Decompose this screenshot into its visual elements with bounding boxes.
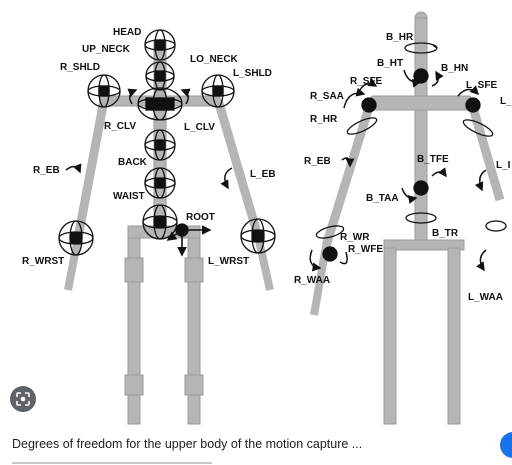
r-shoulder-dof xyxy=(361,97,377,113)
label-r-saa: R_SAA xyxy=(310,91,344,102)
label-b-tr: B_TR xyxy=(432,228,459,239)
label-b-ht: B_HT xyxy=(377,58,403,69)
label-back: BACK xyxy=(118,157,148,168)
label-l-shld: L_SHLD xyxy=(233,68,272,79)
label-l-cut-1: L_ xyxy=(500,96,512,107)
b-tfe-joint xyxy=(413,180,429,196)
lens-glyph-icon xyxy=(16,392,30,406)
label-l-sfe: L_SFE xyxy=(466,80,497,91)
right-joints xyxy=(309,42,507,272)
label-r-wr: R_WR xyxy=(340,232,370,243)
label-b-hr: B_HR xyxy=(386,32,414,43)
label-root: ROOT xyxy=(186,212,215,223)
right-skeleton xyxy=(310,11,505,425)
label-r-hr: R_HR xyxy=(310,114,338,125)
r-wrist-dof xyxy=(322,246,338,262)
label-r-shld: R_SHLD xyxy=(60,62,100,73)
label-waist: WAIST xyxy=(113,191,145,202)
label-r-sfe: R_SFE xyxy=(350,76,383,87)
label-r-wfe: R_WFE xyxy=(348,244,383,255)
label-r-wrst: R_WRST xyxy=(22,256,64,267)
motion-capture-dof-figure: HEAD UP_NECK LO_NECK R_SHLD L_SHLD R_CLV… xyxy=(22,11,512,425)
l-shoulder-dof xyxy=(465,97,481,113)
left-ball-joints xyxy=(58,29,276,257)
label-lo-neck: LO_NECK xyxy=(190,54,239,65)
label-b-hn: B_HN xyxy=(441,63,468,74)
blue-action-icon[interactable] xyxy=(500,432,512,458)
label-r-clv: R_CLV xyxy=(104,121,136,132)
label-r-eb: R_EB xyxy=(33,165,60,176)
lens-search-icon[interactable] xyxy=(10,386,36,412)
label-l-eb: L_EB xyxy=(250,169,276,180)
label-r-eb: R_EB xyxy=(304,156,331,167)
label-l-waa: L_WAA xyxy=(468,292,503,303)
left-labels: HEAD UP_NECK LO_NECK R_SHLD L_SHLD R_CLV… xyxy=(22,27,276,267)
label-l-wrst: L_WRST xyxy=(208,256,249,267)
label-head: HEAD xyxy=(113,27,141,38)
label-up-neck: UP_NECK xyxy=(82,44,131,55)
label-b-taa: B_TAA xyxy=(366,193,399,204)
label-l-clv: L_CLV xyxy=(184,122,215,133)
source-line-placeholder xyxy=(12,460,232,465)
b-ht-joint xyxy=(413,68,429,84)
label-b-tfe: B_TFE xyxy=(417,154,449,165)
image-caption-link[interactable]: Degrees of freedom for the upper body of… xyxy=(12,437,363,451)
right-labels: B_HR B_HT B_HN R_SFE L_SFE L_ R_SAA R_HR… xyxy=(294,32,512,303)
label-l-cut-2: L_I xyxy=(496,160,511,171)
label-r-waa: R_WAA xyxy=(294,275,330,286)
